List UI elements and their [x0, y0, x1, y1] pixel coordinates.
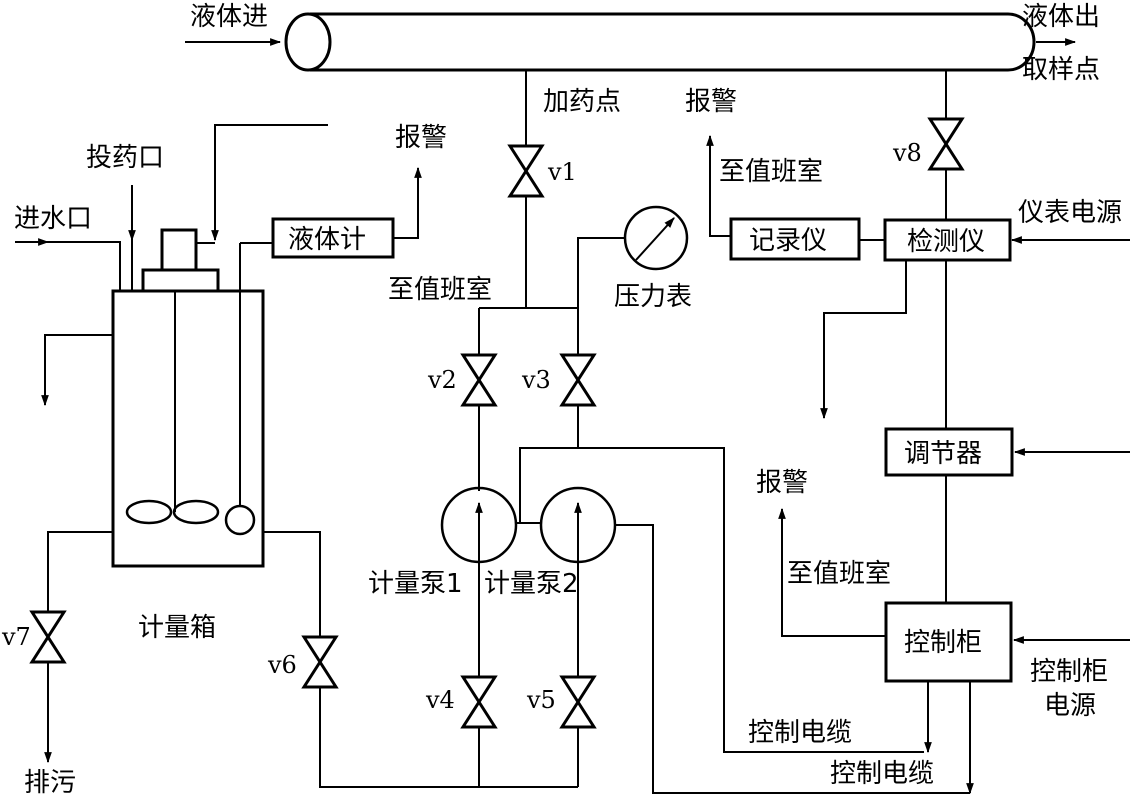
valve-v8-label: v8: [892, 139, 922, 167]
v6-line-bottom: [319, 687, 578, 788]
control-cable-label-1: 控制电缆: [748, 718, 852, 748]
valve-v8[interactable]: [927, 117, 965, 171]
pump1-label: 计量泵1: [368, 569, 463, 599]
duty-room-label-2: 至值班室: [719, 157, 823, 187]
dosing-inlet-label: 投药口: [86, 143, 164, 173]
liquid-outlet-label: 液体出: [1022, 2, 1100, 32]
valve-v7[interactable]: [29, 610, 67, 664]
detector-box: [883, 218, 1012, 262]
alarm-arrow-1: [393, 166, 422, 239]
regulator-box: [884, 427, 1014, 477]
control-cabinet-label: 控制柜: [904, 628, 982, 658]
alarm-arrow-2: [706, 134, 731, 237]
valve-v2-label: v2: [427, 366, 457, 394]
sampling-point-label: 取样点: [1022, 55, 1100, 85]
detector-label: 检测仪: [907, 227, 985, 257]
pump-cross-line: [519, 447, 578, 523]
alarm-label-3: 报警: [756, 468, 808, 498]
v6-line-top: [263, 531, 321, 637]
detector-alarm-arrow: [820, 260, 907, 420]
valve-v1[interactable]: [507, 144, 545, 198]
valve-v4[interactable]: [460, 675, 498, 729]
dosing-point-label: 加药点: [543, 87, 621, 117]
gauge-connect-line: [577, 237, 626, 308]
liquid-meter-box: [271, 217, 395, 259]
metering-pump-1: [440, 486, 518, 564]
metering-pump-2: [539, 486, 617, 564]
duty-room-label-1: 至值班室: [388, 275, 492, 305]
pump2-label: 计量泵2: [484, 569, 579, 599]
control-cabinet-box: [884, 601, 1013, 683]
regulator-label: 调节器: [904, 439, 982, 469]
cabinet-power-label-2: 电源: [1044, 691, 1096, 721]
water-inlet-label: 进水口: [14, 204, 92, 234]
cabinet-power-label-1: 控制柜: [1030, 657, 1108, 687]
alarm-label-2: 报警: [685, 87, 737, 117]
instrument-power-label: 仪表电源: [1018, 198, 1122, 228]
drain-line-top: [47, 531, 113, 612]
valve-v3[interactable]: [559, 353, 597, 407]
valve-v6[interactable]: [301, 635, 339, 689]
liquid-meter-label: 液体计: [288, 225, 366, 255]
main-pipe: [284, 12, 1036, 72]
valve-v7-label: v7: [1, 623, 31, 651]
water-inlet-line: [15, 241, 121, 291]
valve-v5[interactable]: [559, 675, 597, 729]
valve-v3-label: v3: [521, 366, 551, 394]
valve-v1-label: v1: [547, 158, 577, 186]
metering-tank-label: 计量箱: [138, 613, 216, 643]
pump1-cable-line: [520, 447, 924, 753]
overflow-arrow: [41, 334, 113, 407]
duty-room-label-3: 至值班室: [787, 559, 891, 589]
pressure-gauge: [623, 205, 689, 271]
cabinet-alarm-arrow: [778, 507, 886, 637]
control-cable-label-2: 控制电缆: [830, 759, 934, 789]
liquid-inlet-label: 液体进: [190, 2, 268, 32]
alarm-label-1: 报警: [395, 123, 447, 153]
valve-v6-label: v6: [267, 651, 297, 679]
recorder-label: 记录仪: [749, 226, 827, 256]
pressure-gauge-label: 压力表: [614, 282, 692, 312]
valve-v2[interactable]: [460, 353, 498, 407]
drain-label: 排污: [24, 768, 76, 797]
feed-line-arrow: [211, 124, 328, 242]
metering-tank: [111, 228, 265, 568]
valve-v5-label: v5: [526, 686, 556, 714]
valve-v4-label: v4: [425, 686, 455, 714]
pump2-cable-line: [615, 524, 970, 794]
